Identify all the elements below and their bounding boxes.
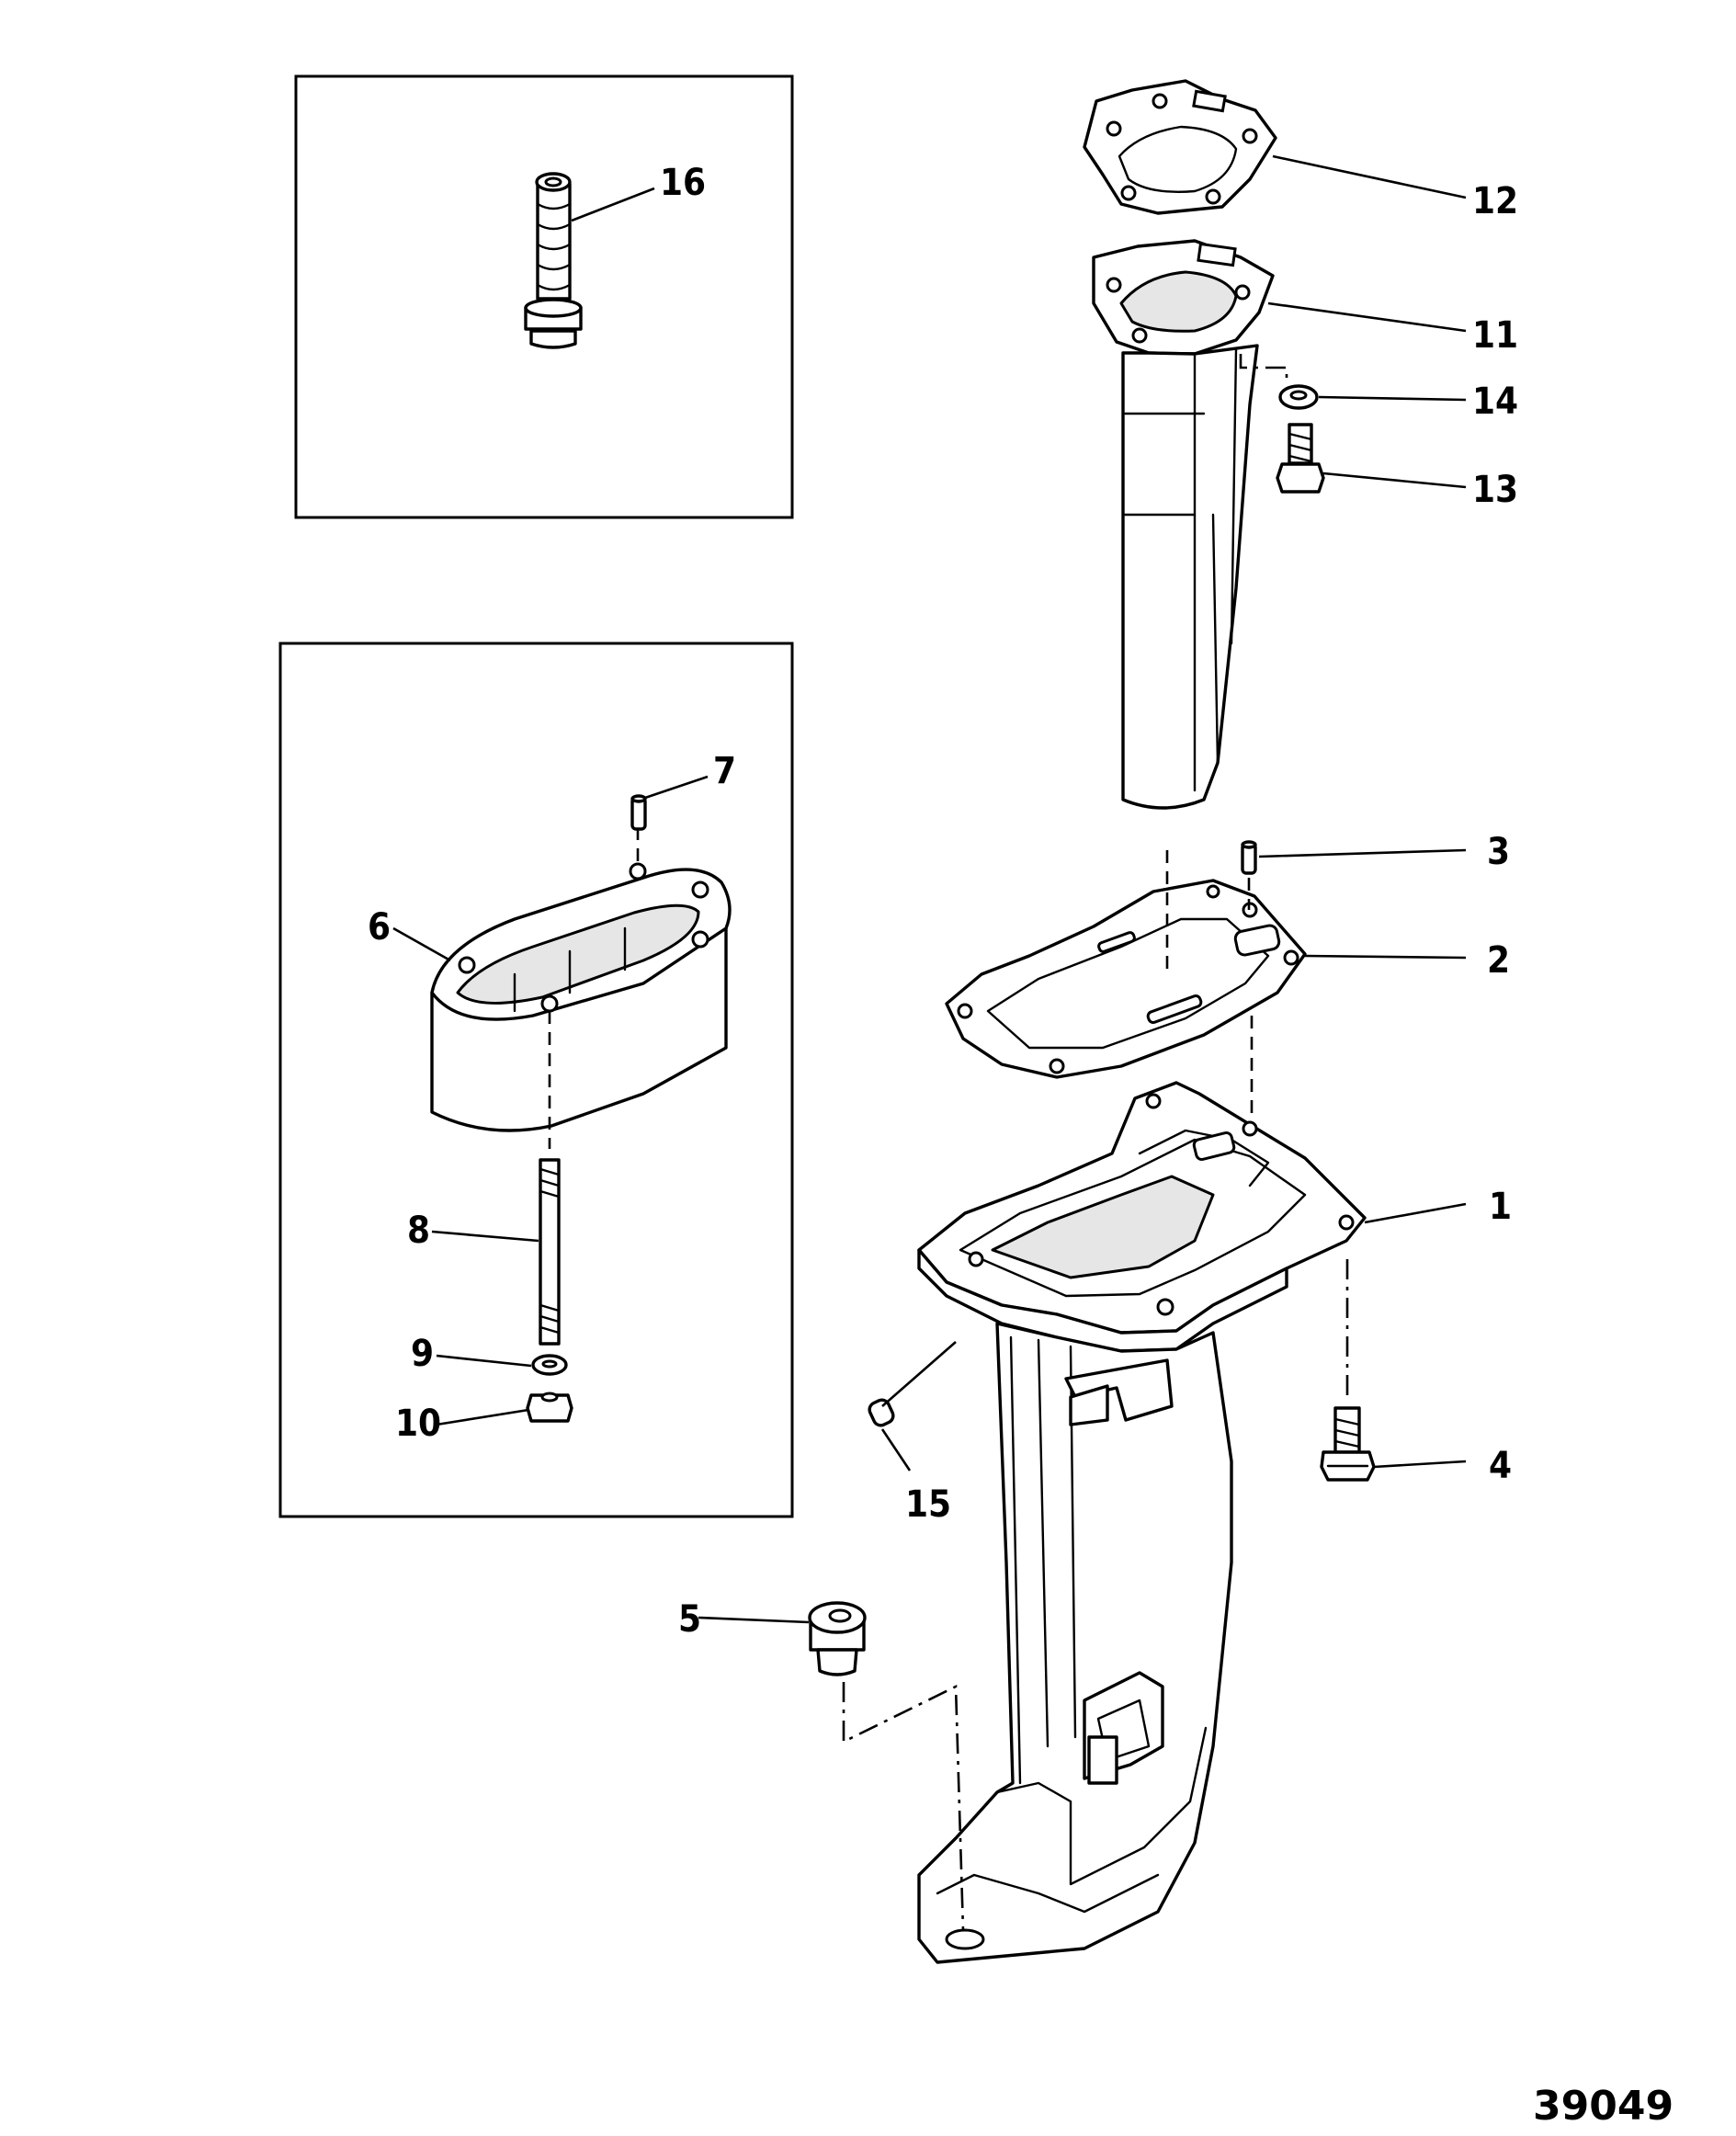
callout-3: 3 — [1487, 831, 1510, 873]
callout-14: 14 — [1472, 381, 1518, 423]
callout-15: 15 — [905, 1483, 951, 1526]
callout-12: 12 — [1472, 180, 1518, 222]
part-16-fitting — [524, 172, 583, 349]
part-5-grommet — [808, 1601, 867, 1676]
figure-number: 39049 — [1533, 2083, 1674, 2130]
part-8-stud — [539, 1158, 561, 1346]
callout-11: 11 — [1472, 314, 1518, 357]
inset-box-middle — [278, 642, 794, 1518]
callout-10: 10 — [395, 1403, 441, 1445]
callout-2: 2 — [1487, 939, 1510, 982]
callout-9: 9 — [411, 1333, 434, 1375]
part-9-washer — [531, 1354, 568, 1376]
callout-13: 13 — [1472, 469, 1518, 511]
part-13-bolt — [1276, 423, 1325, 494]
part-12-gasket — [1083, 79, 1277, 215]
callout-6: 6 — [368, 906, 391, 949]
part-11-exhaust-tube — [1092, 239, 1275, 810]
part-14-washer — [1278, 384, 1319, 410]
part-3-dowel-pin — [1241, 840, 1257, 875]
part-4-bolt — [1320, 1406, 1376, 1482]
part-15-plug — [868, 1398, 895, 1427]
part-7-pin — [630, 794, 647, 831]
part-10-nut — [526, 1392, 573, 1423]
part-2-gasket — [945, 879, 1307, 1079]
leader-lines — [392, 154, 1467, 1624]
part-6-spacer — [430, 862, 732, 1132]
callout-16: 16 — [660, 162, 706, 204]
callout-8: 8 — [407, 1210, 430, 1252]
callout-7: 7 — [713, 750, 736, 792]
callout-5: 5 — [678, 1598, 701, 1641]
inset-box-top — [294, 74, 794, 519]
callout-1: 1 — [1489, 1186, 1512, 1228]
callout-4: 4 — [1489, 1445, 1512, 1487]
part-1-driveshaft-housing — [917, 1081, 1367, 1964]
